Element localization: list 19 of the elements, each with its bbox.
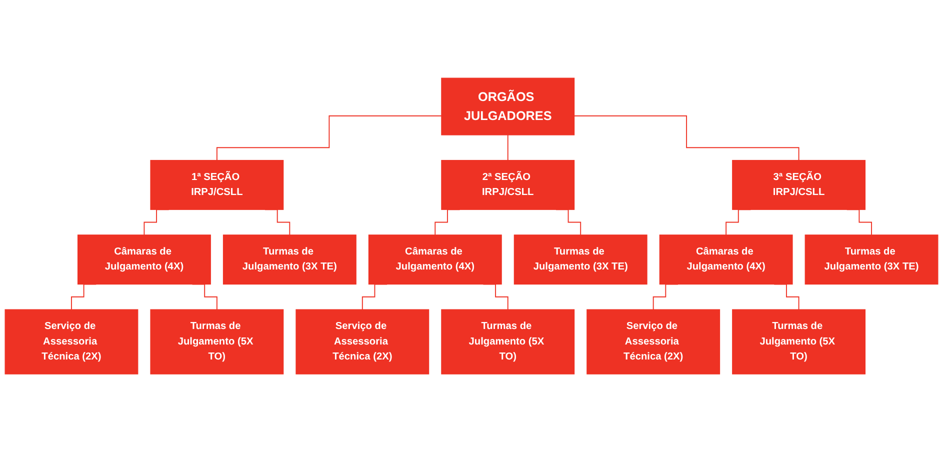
node-box: 3ª SEÇÃO IRPJ/CSLL (732, 160, 866, 210)
node-box: Câmaras de Julgamento (4X) (659, 234, 793, 284)
node-box: Serviço de Assessoria Técnica (2X) (586, 309, 720, 374)
node-box: 2ª SEÇÃO IRPJ/CSLL (441, 160, 575, 210)
node-box: Turmas de Julgamento (3X TE) (804, 234, 938, 284)
connector (574, 115, 800, 161)
node-box: ORGÃOS JULGADORES (441, 78, 575, 136)
node-box: Serviço de Assessoria Técnica (2X) (296, 309, 430, 374)
node-box: Turmas de Julgamento (5X TO) (150, 309, 284, 374)
node-box: Turmas de Julgamento (5X TO) (732, 309, 866, 374)
node-box: Câmaras de Julgamento (4X) (77, 234, 211, 284)
connector (216, 115, 442, 161)
connector (507, 134, 508, 161)
node-box: Turmas de Julgamento (3X TE) (222, 234, 356, 284)
node-box: Serviço de Assessoria Técnica (2X) (4, 309, 138, 374)
node-box: Turmas de Julgamento (3X TE) (514, 234, 648, 284)
node-box: 1ª SEÇÃO IRPJ/CSLL (150, 160, 284, 210)
node-box: Turmas de Julgamento (5X TO) (441, 309, 575, 374)
node-box: Câmaras de Julgamento (4X) (368, 234, 502, 284)
